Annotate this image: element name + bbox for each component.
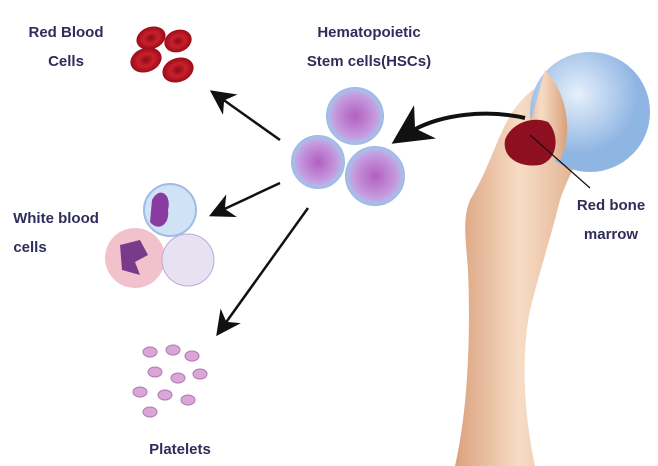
femur-bone [455,52,650,466]
platelets [132,344,208,418]
label-wbc-line2: cells [13,239,46,256]
label-hsc-line1: Hematopoietic [317,24,420,41]
label-red-blood-cells-line2: Cells [48,53,84,70]
label-marrow-line2: marrow [584,226,639,243]
arrow-from-marrow [391,105,526,144]
arrow-to-wbc [208,181,281,217]
label-marrow-line1: Red bone [577,197,645,214]
label-wbc-line1: White blood [13,210,99,227]
arrow-to-platelets [216,207,310,337]
label-red-blood-cells-line1: Red Blood [29,24,104,41]
white-blood-cells [105,183,215,288]
label-platelets: Platelets [149,441,211,458]
marrow-pointer-line [529,134,591,189]
arrow-to-rbc [209,90,281,142]
stem-cells [291,87,405,206]
label-hsc-line2: Stem cells(HSCs) [307,53,431,70]
red-bone-marrow [504,119,556,166]
red-blood-cells [130,26,194,83]
